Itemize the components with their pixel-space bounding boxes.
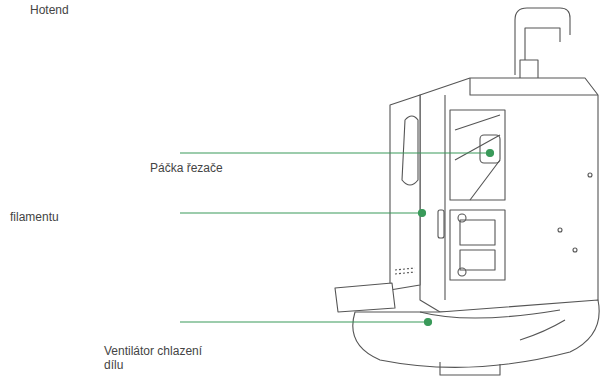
leader-line — [180, 212, 421, 213]
leader-dot — [419, 210, 426, 217]
cutter-lever-arm — [402, 116, 418, 185]
contact-pins — [395, 268, 415, 274]
hole — [588, 173, 592, 177]
hole — [573, 248, 577, 252]
fan-edge — [520, 320, 565, 340]
screw — [458, 268, 466, 276]
extruder-gear — [480, 135, 500, 163]
screw — [458, 214, 466, 222]
slot — [438, 210, 444, 238]
extruder-window — [450, 110, 505, 200]
part-label: Páčka řezače — [150, 161, 223, 175]
hotend-block — [460, 220, 495, 245]
hotend-bay — [450, 210, 505, 280]
cutter-lever — [390, 95, 420, 290]
hotend-block — [460, 250, 495, 270]
leader-line — [180, 152, 489, 153]
fan-edge — [420, 310, 560, 318]
part-label: Ventilátor chlazení dílu — [104, 344, 214, 372]
leader-dot — [425, 319, 432, 326]
extruder-detail — [455, 115, 500, 200]
leader-line — [180, 321, 427, 322]
part-label: filamentu — [10, 210, 59, 224]
housing-edge — [470, 78, 598, 95]
leader-dot — [487, 150, 494, 157]
housing-edge — [444, 95, 445, 300]
main-housing — [420, 78, 598, 312]
bracket-mount — [520, 60, 538, 80]
cutter-block — [335, 283, 395, 312]
part-cooling-fan — [353, 300, 599, 367]
nozzle-area — [440, 362, 500, 375]
part-label: Hotend — [30, 3, 69, 17]
hole — [558, 228, 562, 232]
